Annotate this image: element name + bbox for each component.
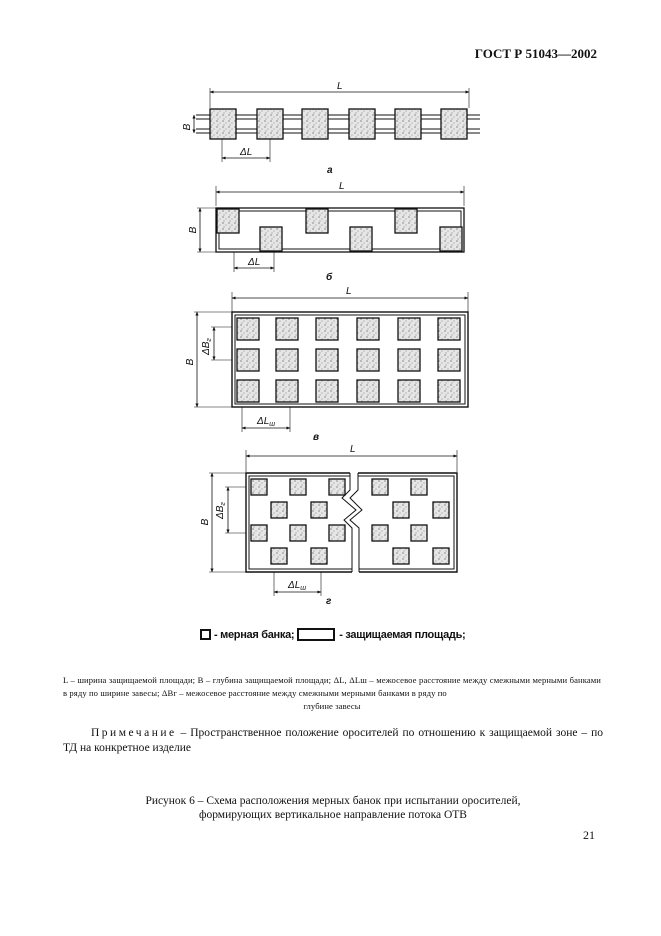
measuring-jar	[259, 226, 283, 252]
measuring-jar	[356, 317, 380, 341]
measuring-jar	[305, 208, 329, 234]
panel-b-length-label: L	[339, 181, 345, 192]
measuring-jar	[371, 524, 389, 542]
measuring-jar	[356, 379, 380, 403]
measuring-jar	[437, 379, 461, 403]
figure-caption-line-1: Рисунок 6 – Схема расположения мерных ба…	[145, 795, 521, 807]
measuring-jar	[270, 547, 288, 565]
measuring-jar	[301, 108, 329, 140]
measuring-jar	[289, 524, 307, 542]
note-paragraph: Примечание – Пространственное положение …	[63, 726, 603, 756]
panel-a: L B ΔL а	[182, 81, 480, 176]
panel-b-jars	[216, 208, 463, 252]
panel-c-delta-lsh-label: ΔLш	[256, 416, 275, 428]
measuring-jar	[440, 108, 468, 140]
measuring-jar	[437, 317, 461, 341]
symbol-definitions: L – ширина защищаемой площади; B – глуби…	[63, 674, 601, 713]
measuring-jar	[275, 379, 299, 403]
panel-d-length-label: L	[350, 444, 356, 455]
measuring-jar	[348, 108, 376, 140]
measuring-jar	[397, 379, 421, 403]
measuring-jar	[439, 226, 463, 252]
measuring-jar	[349, 226, 373, 252]
protected-area	[231, 311, 469, 408]
definitions-line-1: L – ширина защищаемой площади; B – глуби…	[63, 675, 601, 698]
measuring-jar	[328, 478, 346, 496]
panel-a-jars	[209, 108, 468, 140]
panel-d-letter: г	[326, 596, 332, 607]
measuring-jar	[315, 379, 339, 403]
measuring-jar	[216, 208, 240, 234]
measuring-jar	[236, 379, 260, 403]
panel-d: L B	[200, 444, 458, 607]
standard-code-header: ГОСТ Р 51043—2002	[474, 46, 597, 61]
panel-a-depth-label: B	[182, 123, 193, 130]
measuring-jar	[275, 317, 299, 341]
area-legend-label: - защищаемая площадь;	[339, 628, 466, 641]
figure-legend: - мерная банка; - защищаемая площадь;	[200, 628, 466, 641]
measuring-jar	[250, 524, 268, 542]
panel-c-jars	[236, 317, 461, 403]
panel-a-length-label: L	[337, 81, 343, 92]
measuring-jar	[275, 348, 299, 372]
measuring-jar	[289, 478, 307, 496]
measuring-jar	[410, 524, 428, 542]
measuring-jar	[371, 478, 389, 496]
measuring-jar	[310, 501, 328, 519]
panel-a-delta-l-label: ΔL	[239, 147, 252, 158]
measuring-jar	[328, 524, 346, 542]
measuring-jar	[315, 317, 339, 341]
measuring-jar	[315, 348, 339, 372]
jar-legend-label: - мерная банка;	[214, 628, 295, 641]
measuring-jar	[410, 478, 428, 496]
measuring-jar	[310, 547, 328, 565]
measuring-jar	[392, 501, 410, 519]
panel-b: L B ΔL б	[188, 181, 465, 283]
definitions-line-2: глубине завесы	[303, 701, 361, 711]
measuring-jar	[250, 478, 268, 496]
panel-c-length-label: L	[346, 286, 352, 297]
measuring-jar	[256, 108, 284, 140]
measuring-jar	[356, 348, 380, 372]
measuring-jar	[432, 501, 450, 519]
protected-area	[215, 207, 465, 253]
panel-b-depth-label: B	[188, 226, 199, 233]
measuring-jar	[209, 108, 237, 140]
figure-caption-line-2: формирующих вертикальное направление пот…	[199, 809, 467, 821]
measuring-jar	[270, 501, 288, 519]
measuring-jar	[394, 108, 422, 140]
measuring-jar	[437, 348, 461, 372]
measuring-jar	[397, 348, 421, 372]
panel-d-delta-lsh-label: ΔLш	[287, 580, 306, 592]
measuring-jar	[394, 208, 418, 234]
panel-d-depth-label: B	[200, 518, 211, 525]
jar-legend-swatch	[200, 629, 211, 640]
figure-caption: Рисунок 6 – Схема расположения мерных ба…	[63, 794, 603, 822]
measuring-jar	[397, 317, 421, 341]
measuring-jar	[236, 317, 260, 341]
panel-c: L B ΔBг	[185, 286, 469, 443]
area-legend-swatch	[297, 628, 336, 641]
page-number: 21	[583, 828, 595, 842]
note-prefix: Примечание	[91, 727, 177, 739]
panel-d-delta-b-label: ΔBг	[215, 502, 227, 520]
panel-c-letter: в	[313, 432, 319, 443]
panel-b-letter: б	[326, 271, 333, 283]
note-text: – Пространственное положение оросителей …	[63, 727, 603, 754]
panel-a-letter: а	[327, 165, 333, 176]
panel-c-delta-b-label: ΔBг	[201, 338, 213, 356]
panel-b-delta-l-label: ΔL	[247, 257, 260, 268]
measuring-jar	[432, 547, 450, 565]
measuring-jar	[236, 348, 260, 372]
panel-c-depth-label: B	[185, 358, 196, 365]
measuring-jar	[392, 547, 410, 565]
panel-d-jars	[250, 478, 450, 565]
